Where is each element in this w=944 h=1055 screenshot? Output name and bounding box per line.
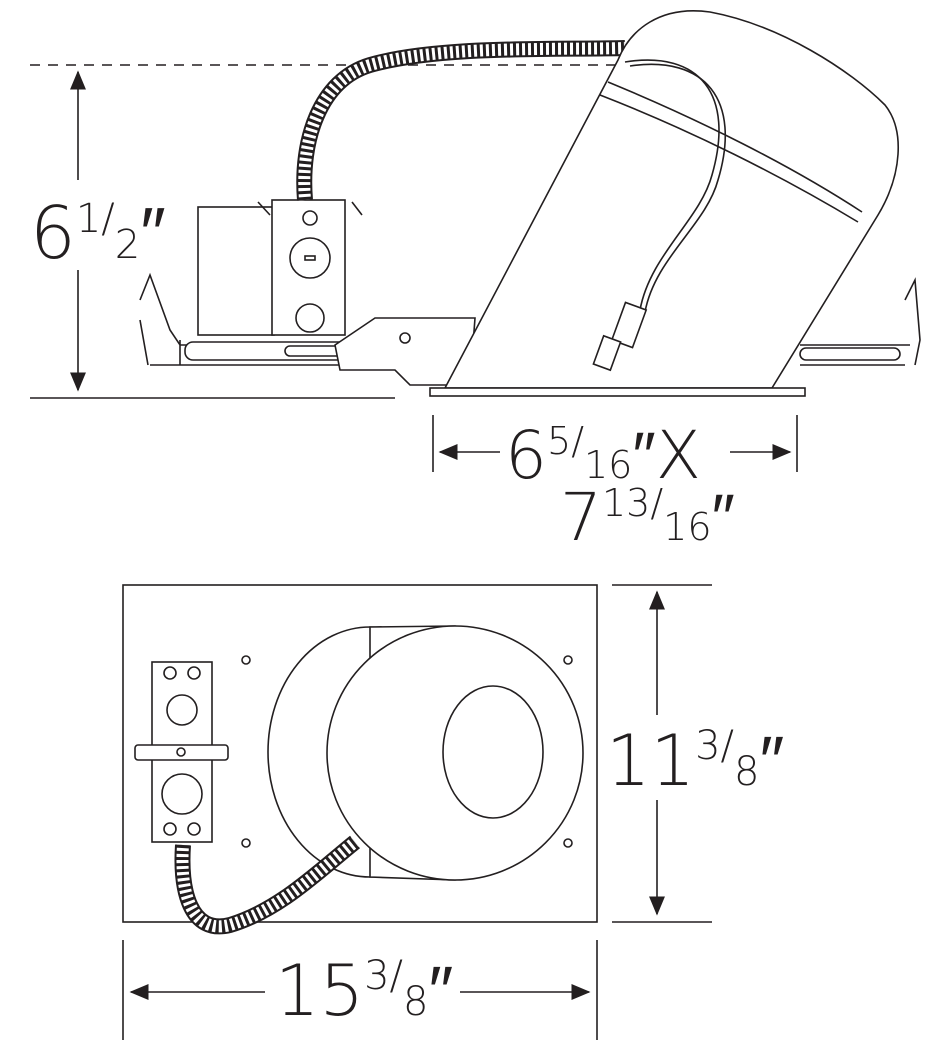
depth-dimension-label: 113/8″: [606, 720, 784, 802]
flexible-conduit: [296, 40, 626, 201]
mounting-holes: [241, 655, 573, 848]
plaster-frame: [139, 272, 921, 386]
flexible-conduit-plan: [174, 835, 360, 935]
plan-view: 113/8″ 153/8″: [122, 584, 788, 1040]
trim-flange: [429, 387, 806, 397]
junction-box-plan: [134, 661, 229, 843]
can-housing: [429, 10, 899, 397]
can-top: [267, 625, 584, 881]
junction-box: [197, 199, 363, 336]
side-view: 61/2″: [28, 10, 921, 556]
aperture-dimension-label-2: 713/16″: [560, 479, 735, 556]
aperture-dimension-label-1: 65/16″X: [505, 417, 701, 494]
height-dimension-label: 61/2″: [30, 191, 166, 275]
width-dimension-label: 153/8″: [275, 950, 453, 1032]
